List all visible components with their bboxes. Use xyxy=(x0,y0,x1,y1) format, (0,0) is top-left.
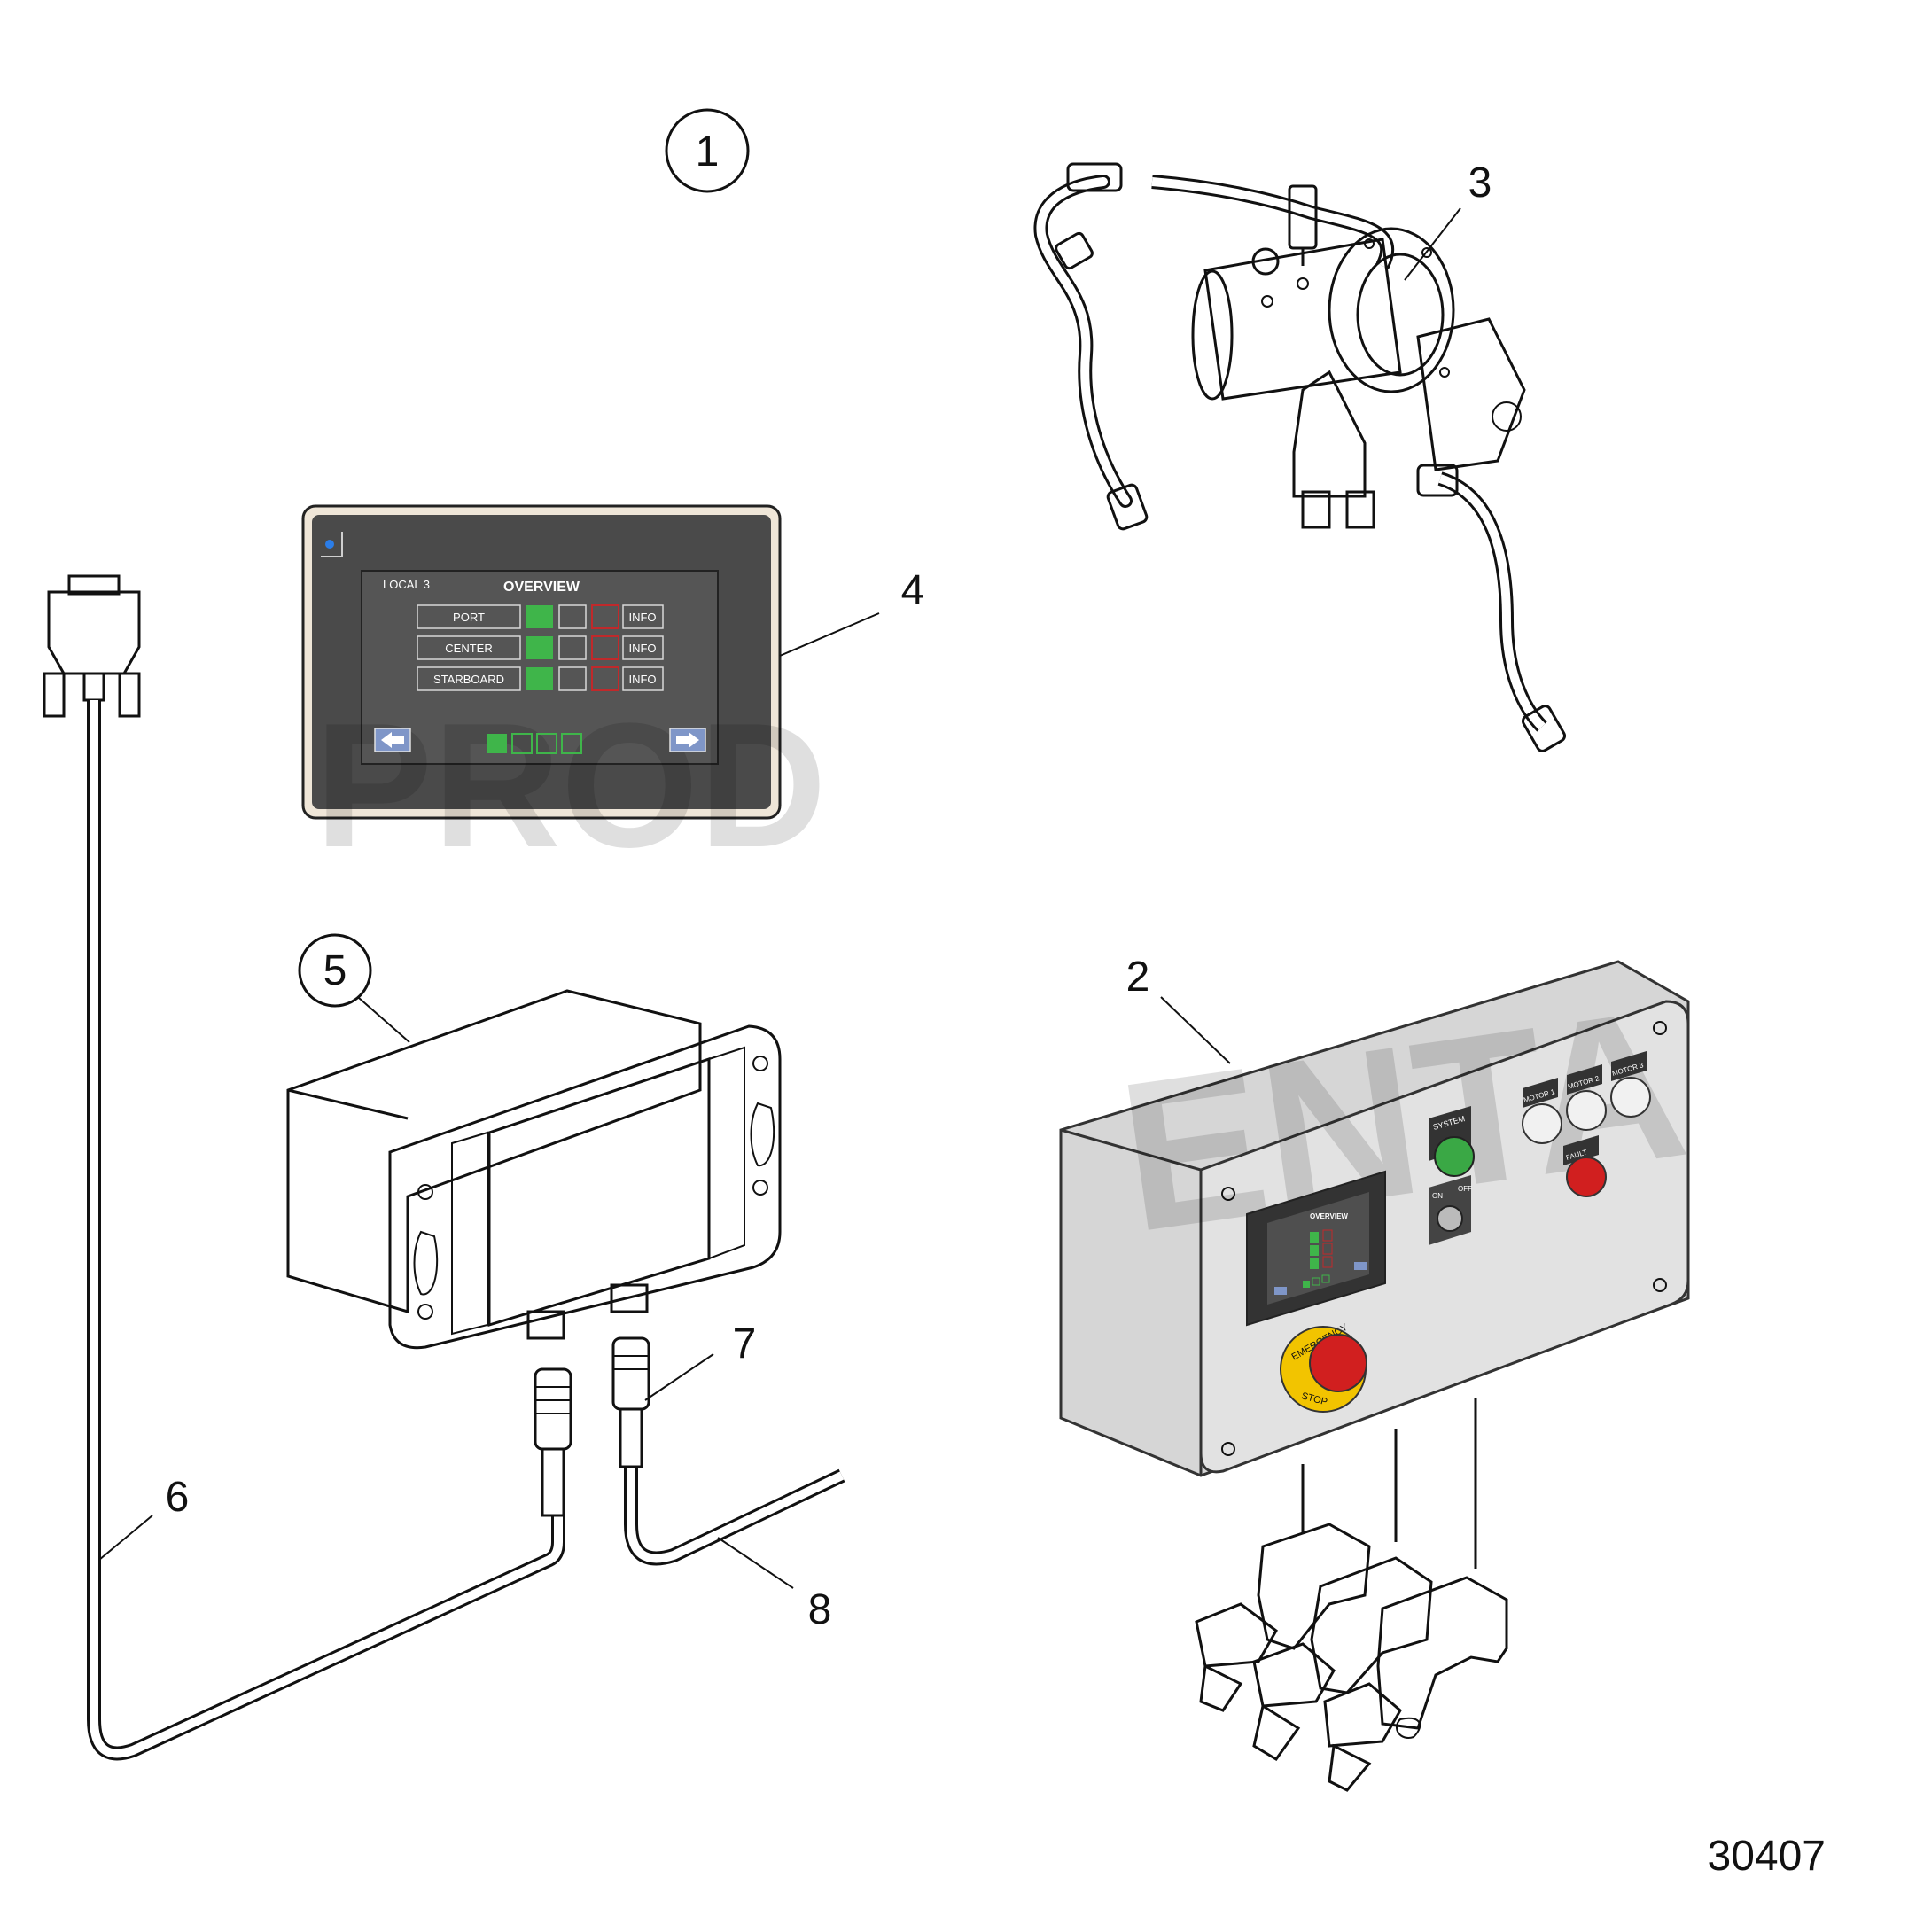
panel-display: OVERVIEW xyxy=(1246,1170,1386,1327)
screen-mode: LOCAL 3 xyxy=(383,578,430,591)
off-label: OFF xyxy=(1458,1185,1472,1193)
thruster-center xyxy=(1252,1556,1433,1761)
arrow-right-icon xyxy=(676,732,699,748)
screen-row-port: PORT INFO xyxy=(417,604,664,629)
panel-display-title: OVERVIEW xyxy=(1310,1212,1348,1220)
callout-1: 1 xyxy=(665,108,750,193)
control-module: 5 xyxy=(286,933,782,1350)
port-info-button[interactable] xyxy=(622,604,664,629)
callout-8-label: 8 xyxy=(808,1586,832,1633)
control-panel: ENTA OVERVIEW SYSTEM ON xyxy=(1059,954,1698,1569)
system-button[interactable]: SYSTEM xyxy=(1429,1106,1475,1177)
thruster-units xyxy=(1195,1523,1508,1792)
on-off-switch[interactable]: ON OFF xyxy=(1429,1175,1472,1245)
callout-7-label: 7 xyxy=(733,1320,757,1367)
svg-text:INFO: INFO xyxy=(628,673,656,686)
svg-text:STARBOARD: STARBOARD xyxy=(433,673,504,686)
svg-text:CENTER: CENTER xyxy=(445,642,492,655)
on-label: ON xyxy=(1432,1192,1443,1200)
port-button[interactable] xyxy=(417,604,521,629)
arrow-left-icon xyxy=(381,732,404,748)
thruster-starboard xyxy=(1323,1576,1508,1792)
back-arrow-button[interactable] xyxy=(374,728,411,752)
port-status-green xyxy=(526,605,553,628)
screen-title: OVERVIEW xyxy=(503,580,580,595)
touch-display-unit: PROD LOCAL 3 OVERVIEW PORT INFO CENTER I… xyxy=(301,504,925,884)
callout-4-label: 4 xyxy=(901,567,925,614)
power-led-icon xyxy=(325,540,334,549)
callout-3-label: 3 xyxy=(1468,160,1492,206)
screen-row-starboard: STARBOARD INFO xyxy=(417,666,664,691)
port-status-red xyxy=(591,604,619,629)
svg-text:PROD: PROD xyxy=(315,687,827,884)
callout-1-label: 1 xyxy=(696,129,720,175)
thruster-port xyxy=(1195,1523,1371,1712)
serial-cable: 6 xyxy=(43,574,572,1761)
svg-text:INFO: INFO xyxy=(628,611,656,624)
motor-3-button[interactable]: MOTOR 3 xyxy=(1610,1051,1651,1118)
motor-1-button[interactable]: MOTOR 1 xyxy=(1522,1078,1562,1144)
forward-arrow-button[interactable] xyxy=(669,728,706,752)
callout-2-label: 2 xyxy=(1126,954,1150,1001)
page-indicator xyxy=(487,733,582,754)
network-cable: 7 8 xyxy=(611,1320,845,1633)
screen-row-center: CENTER INFO xyxy=(417,635,664,660)
center-info-button[interactable] xyxy=(622,635,664,660)
starboard-button[interactable] xyxy=(417,666,521,691)
hydraulic-pump-motor: 3 xyxy=(1033,160,1567,752)
svg-text:INFO: INFO xyxy=(628,642,656,655)
motor-2-button[interactable]: MOTOR 2 xyxy=(1566,1064,1607,1131)
starboard-info-button[interactable] xyxy=(622,666,664,691)
center-button[interactable] xyxy=(417,635,521,660)
svg-text:PORT: PORT xyxy=(453,611,485,624)
figure-number: 30407 xyxy=(1708,1833,1826,1880)
emergency-stop-button[interactable]: EMERGENCY STOP xyxy=(1280,1321,1367,1413)
fault-indicator: FAULT xyxy=(1563,1135,1607,1197)
callout-6-label: 6 xyxy=(166,1474,190,1521)
callout-5-label: 5 xyxy=(323,947,347,994)
